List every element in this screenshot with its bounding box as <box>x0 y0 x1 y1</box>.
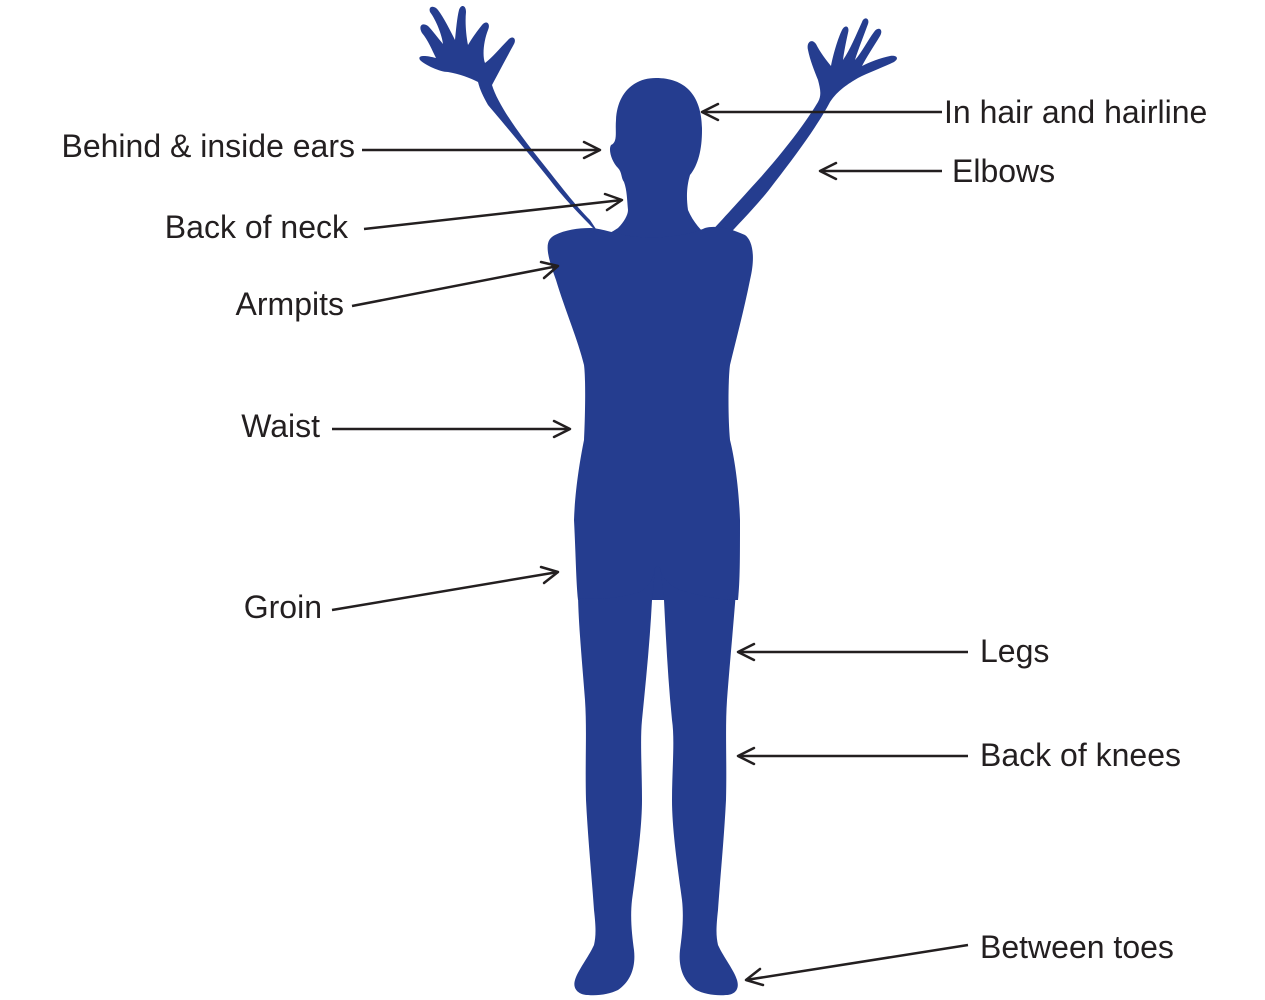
label-hairline: In hair and hairline <box>944 94 1207 130</box>
head <box>600 78 710 238</box>
human-silhouette <box>419 6 897 995</box>
toes-leader <box>746 945 968 980</box>
label-armpits: Armpits <box>236 286 344 322</box>
groin-leader <box>332 572 558 610</box>
label-elbows: Elbows <box>952 153 1055 189</box>
right-arm <box>708 18 897 238</box>
left-arm <box>419 6 600 235</box>
label-waist: Waist <box>241 408 320 444</box>
armpits-leader <box>352 266 558 306</box>
label-ears: Behind & inside ears <box>61 128 355 164</box>
left-leg <box>574 568 655 995</box>
label-groin: Groin <box>244 589 322 625</box>
label-toes: Between toes <box>980 929 1174 965</box>
label-legs: Legs <box>980 633 1049 669</box>
right-leg <box>660 568 738 995</box>
label-neck: Back of neck <box>165 209 349 245</box>
label-knees: Back of knees <box>980 737 1181 773</box>
